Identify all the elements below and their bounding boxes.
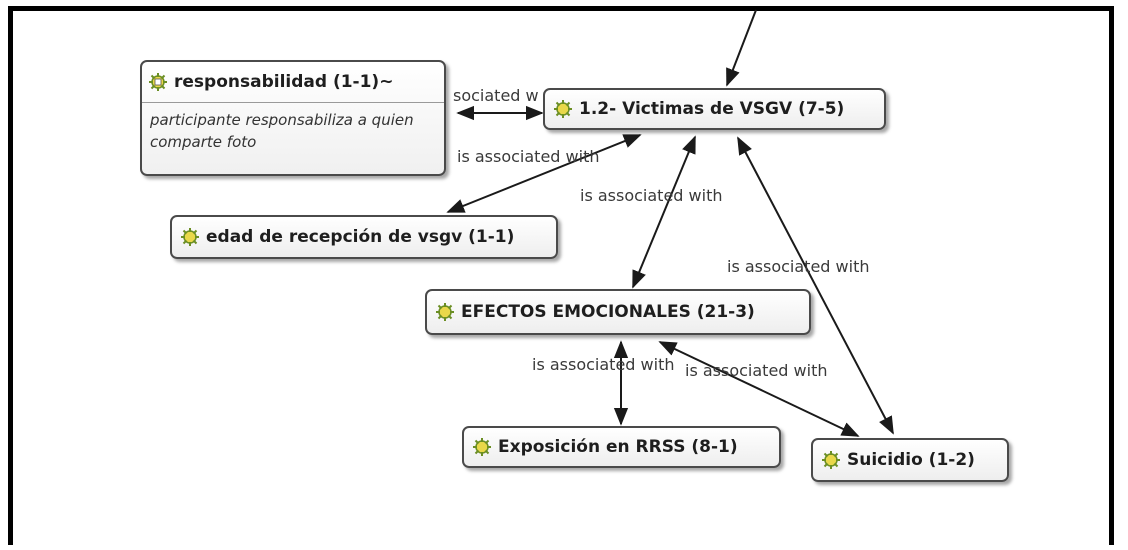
node-responsabilidad-header: responsabilidad (1-1)~ xyxy=(142,62,444,103)
node-efectos[interactable]: EFECTOS EMOCIONALES (21-3) xyxy=(425,289,811,335)
node-suicidio[interactable]: Suicidio (1-2) xyxy=(811,438,1009,482)
edge-efectos-victimas xyxy=(632,135,696,289)
edge-label-edad-victimas: is associated with xyxy=(457,147,599,166)
node-responsabilidad-comment: participante responsabiliza a quien comp… xyxy=(150,111,414,151)
node-edad[interactable]: edad de recepción de vsgv (1-1) xyxy=(170,215,558,259)
edge-label-suicidio-victimas: is associated with xyxy=(727,257,869,276)
edge-offscreen-victimas xyxy=(726,9,757,87)
code-icon xyxy=(180,227,200,247)
edge-label-efectos-victimas: is associated with xyxy=(580,186,722,205)
code-icon xyxy=(435,302,455,322)
node-victimas[interactable]: 1.2- Victimas de VSGV (7-5) xyxy=(543,88,886,130)
node-exposicion-label: Exposición en RRSS (8-1) xyxy=(498,437,738,457)
code-memo-icon xyxy=(148,72,168,92)
edge-label-exposicion-efectos: is associated with xyxy=(532,355,674,374)
node-suicidio-label: Suicidio (1-2) xyxy=(847,450,975,470)
code-icon xyxy=(553,99,573,119)
node-edad-label: edad de recepción de vsgv (1-1) xyxy=(206,227,515,247)
code-icon xyxy=(472,437,492,457)
edge-suicidio-efectos xyxy=(658,341,860,437)
edge-label-suicidio-efectos: is associated with xyxy=(685,361,827,380)
edge-suicidio-victimas xyxy=(737,136,894,435)
edge-label-responsabilidad-victimas: sociated w xyxy=(453,86,539,105)
node-efectos-label: EFECTOS EMOCIONALES (21-3) xyxy=(461,302,755,322)
edge-edad-victimas xyxy=(446,134,642,213)
code-icon xyxy=(821,450,841,470)
node-exposicion[interactable]: Exposición en RRSS (8-1) xyxy=(462,426,781,468)
node-responsabilidad[interactable]: responsabilidad (1-1)~ participante resp… xyxy=(140,60,446,176)
node-responsabilidad-label: responsabilidad (1-1)~ xyxy=(174,72,394,92)
node-victimas-label: 1.2- Victimas de VSGV (7-5) xyxy=(579,99,845,119)
